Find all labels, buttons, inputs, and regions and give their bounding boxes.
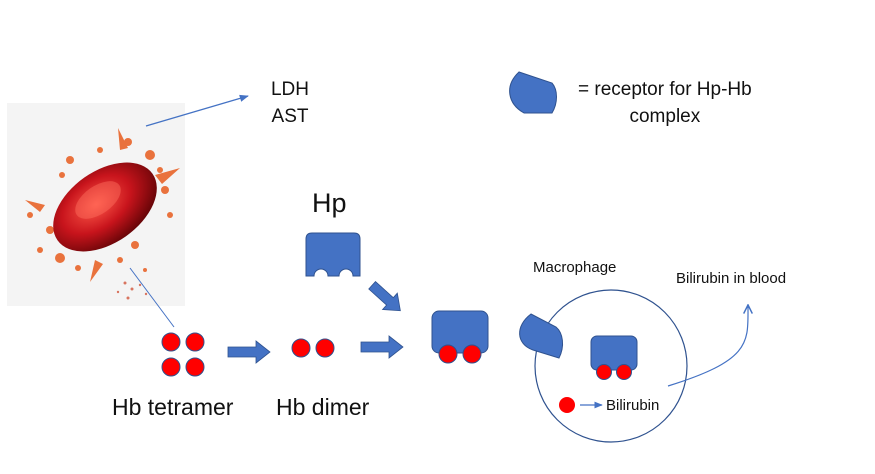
cell-to-tetramer-line: [129, 267, 175, 328]
haptoglobin-icon: [305, 232, 361, 277]
hp-hb-complex-icon: [431, 310, 489, 364]
receptor-legend-icon: [509, 71, 557, 114]
bilirubin-release-arrow: [667, 306, 748, 387]
enzyme-labels: LDH AST: [262, 76, 318, 130]
splash-icon: [25, 128, 180, 282]
tetramer-to-dimer-arrow: [227, 340, 271, 364]
bilirubin-in-blood-label: Bilirubin in blood: [676, 270, 787, 287]
heme-icon: [559, 397, 575, 413]
enzyme-ldh-label: LDH: [270, 79, 309, 100]
internalized-complex-icon: [590, 335, 638, 380]
bilirubin-label: Bilirubin: [606, 397, 660, 414]
receptor-legend: = receptor for Hp-Hb complex: [578, 76, 752, 130]
hb-dimer-label: Hb dimer: [276, 394, 370, 420]
hp-label: Hp: [312, 188, 347, 218]
hb-tetramer-label: Hb tetramer: [112, 394, 234, 420]
red-blood-cell-icon: [53, 162, 157, 252]
macrophage-label: Macrophage: [533, 259, 617, 276]
dimer-to-complex-arrow: [360, 335, 404, 359]
macrophage-receptor-icon: [519, 313, 564, 359]
enzyme-release-arrow: [145, 94, 249, 127]
hp-to-complex-arrow: [368, 281, 401, 312]
legend-line-1: = receptor for Hp-Hb: [578, 79, 752, 100]
legend-line-2: complex: [629, 106, 701, 127]
macrophage-cell-icon: [534, 289, 688, 443]
red-blood-cell-image: [7, 103, 185, 306]
enzyme-ast-label: AST: [271, 106, 309, 127]
hb-tetramer-icon: [161, 332, 205, 377]
hb-dimer-icon: [291, 338, 335, 358]
